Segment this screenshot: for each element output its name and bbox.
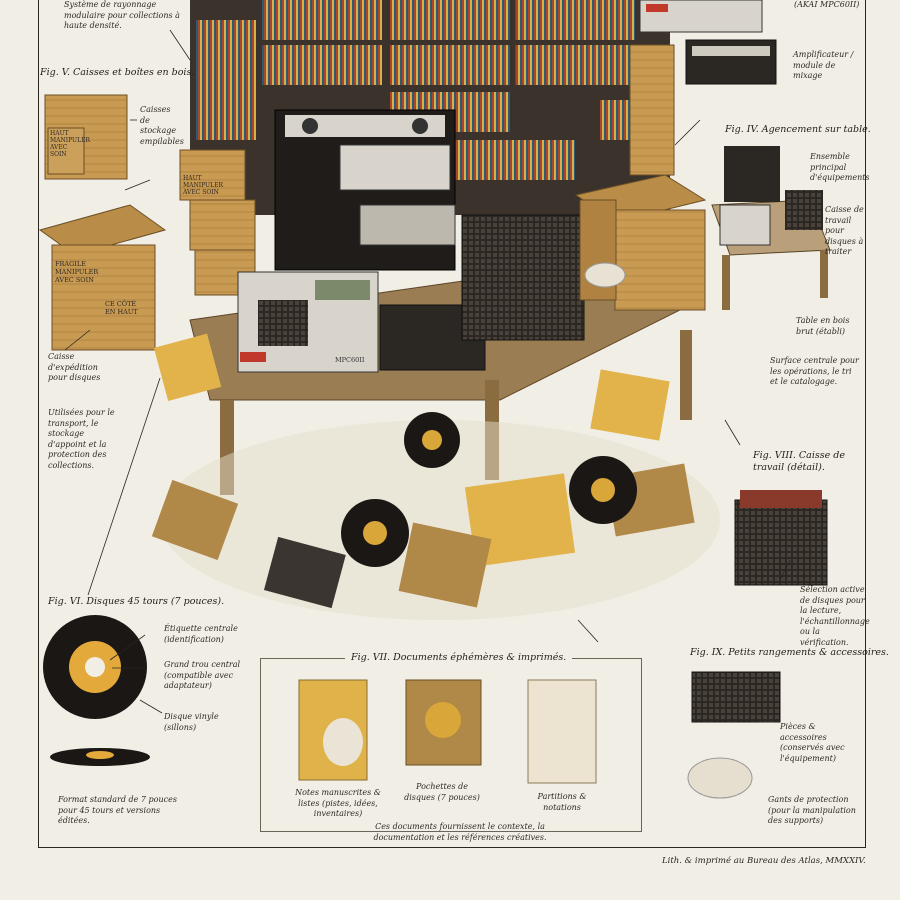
fig-viii-desc: Sélection active de disques pour la lect…: [800, 585, 870, 647]
plate-frame: [38, 0, 866, 848]
fig-vii-footer: Ces documents fournissent le contexte, l…: [373, 822, 547, 842]
fig-v-stack-label: Caisses de stockage empilables: [140, 105, 184, 146]
amplifier-unit: [685, 39, 777, 85]
leader-lines: [64, 29, 791, 723]
fig-viii-title: Fig. VIII. Caisse de travail (détail).: [753, 450, 845, 473]
fig-ix-gloves: Gants de protection (pour la manipulatio…: [768, 795, 856, 825]
fig-v-stack-crate: [44, 94, 128, 180]
equipment-tower: [274, 109, 456, 271]
surface-label: Surface centrale pour les opérations, le…: [770, 356, 859, 386]
fig-vi-format: Format standard de 7 pouces pour 45 tour…: [58, 795, 177, 825]
fig-vii-items: [298, 679, 597, 784]
fig-v-open-crate: [38, 204, 167, 351]
fig-vi-title: Fig. VI. Disques 45 tours (7 pouces).: [48, 596, 225, 607]
crate-uses-label: Utilisées pour le transport, le stockage…: [48, 408, 115, 470]
crate-marking-1: HAUT MANIPULER AVEC SOIN: [50, 130, 90, 158]
top-shelf-note: Système de rayonnage modulaire pour coll…: [64, 0, 180, 30]
fig-iv-table: Table en bois brut (établi): [796, 316, 850, 336]
floor-records: [151, 333, 720, 620]
fragile-crate: [574, 174, 707, 311]
fig-viii-crate: [734, 490, 828, 586]
mpc-model: MPC60II: [335, 356, 365, 364]
fig-v-title: Fig. V. Caisses et boîtes en bois.: [40, 67, 195, 78]
milk-crate: [461, 214, 585, 341]
crate-marking-2: HAUT MANIPULER AVEC SOIN: [183, 175, 223, 196]
fig-vi-label-center: Étiquette centrale (identification): [164, 624, 238, 644]
fig-ix-title: Fig. IX. Petits rangements & accessoires…: [690, 647, 889, 658]
gloves: [584, 262, 626, 288]
shipping-crate-label: Caisse d'expédition pour disques: [48, 352, 101, 382]
fig-vii-title: Fig. VII. Documents éphémères & imprimés…: [345, 652, 573, 664]
fig-iv-title: Fig. IV. Agencement sur table.: [725, 124, 871, 135]
fig-vii-item1: Notes manuscrites & listes (pistes, idée…: [295, 788, 381, 818]
fig-vii-item3: Partitions & notations: [537, 792, 587, 812]
fig-iv-work-crate: Caisse de travail pour disques à traiter: [825, 205, 864, 256]
crate-marking-4: CE CÔTÉ EN HAUT: [105, 300, 138, 316]
crate-marking-3: FRAGILE MANIPULER AVEC SOIN: [55, 260, 99, 284]
amplifier-label: Amplificateur / module de mixage: [793, 50, 854, 80]
mpc-brand: AKAI: [244, 352, 264, 361]
fig-vi-vinyl: Disque vinyle (sillons): [164, 712, 219, 732]
fig-iv-main-set: Ensemble principal d'équipements: [810, 152, 870, 182]
top-right-model: (AKAI MPC60II): [794, 0, 860, 9]
fig-ix-parts: Pièces & accessoires (conservés avec l'é…: [780, 722, 845, 763]
record-shelves: [190, 0, 675, 215]
mpc-sampler: [237, 271, 379, 373]
fig-vi-record: [43, 615, 150, 766]
fig-vii-item2: Pochettes de disques (7 pouces): [404, 782, 480, 802]
fig-vi-big-hole: Grand trou central (compatible avec adap…: [164, 660, 241, 690]
top-mpc: [639, 0, 763, 33]
fig-iv-table-setup: [711, 146, 831, 310]
fig-ix-items: [687, 671, 781, 799]
printer-credit: Lith. & imprimé au Bureau des Atlas, MMX…: [662, 856, 866, 866]
